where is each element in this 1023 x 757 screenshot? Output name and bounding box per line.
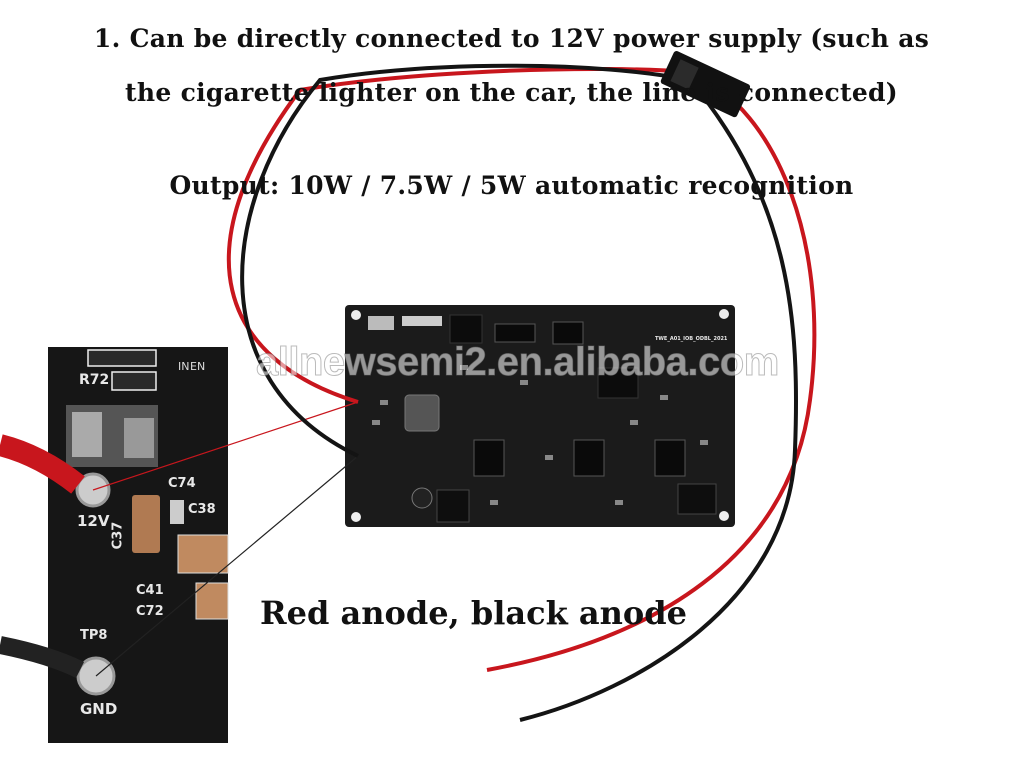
pcb-board: TWE_A01_IOB_ODBL_2021 [345, 305, 735, 527]
label-tp8: TP8 [80, 628, 108, 643]
svg-text:TWE_A01_IOB_ODBL_2021: TWE_A01_IOB_ODBL_2021 [655, 336, 728, 342]
heading-line-1: 1. Can be directly connected to 12V powe… [93, 24, 930, 53]
label-r72: R72 [79, 372, 110, 388]
wire-connector [660, 51, 751, 118]
label-c37: C37 [110, 521, 126, 550]
label-c38: C38 [188, 502, 216, 517]
thick-red-wire [0, 434, 85, 494]
svg-text:EN: EN [190, 360, 205, 373]
black-pointer-line [95, 455, 359, 677]
svg-text:IN: IN [178, 360, 189, 373]
label-c41: C41 [136, 583, 164, 598]
label-gnd: GND [80, 700, 118, 718]
red-pointer-line [92, 401, 359, 491]
label-c74: C74 [168, 476, 196, 491]
polarity-note: Red anode, black anode [260, 594, 687, 632]
watermark: allnewsemi2.en.alibaba.com [256, 340, 780, 385]
output-spec: Output: 10W / 7.5W / 5W automatic recogn… [169, 171, 854, 200]
thick-black-wire [0, 636, 85, 679]
label-c72: C72 [136, 604, 164, 619]
label-12v: 12V [77, 512, 110, 530]
heading-line-2: the cigarette lighter on the car, the li… [125, 78, 898, 107]
